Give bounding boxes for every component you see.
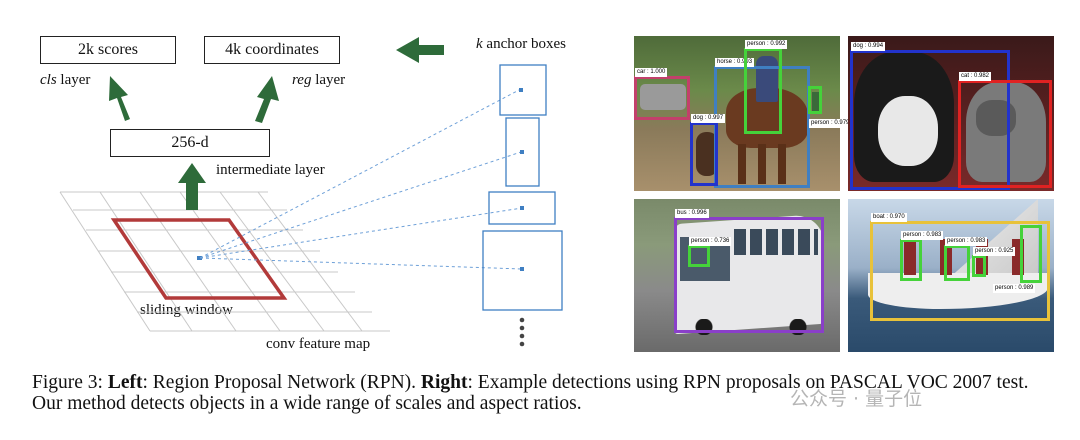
det-cat: cat : 0.982 — [958, 72, 1052, 188]
det-person-rider: person : 0.992 — [744, 40, 788, 134]
conv-feature-map-label: conv feature map — [266, 336, 371, 352]
anchor-box-3 — [488, 191, 556, 225]
det-bus: bus : 0.996 — [674, 209, 824, 333]
det-person-2: person : 0.983 — [944, 237, 988, 281]
det-person-driver: person : 0.736 — [688, 237, 732, 267]
intermediate-layer-label: intermediate layer — [216, 162, 325, 178]
det-person-right: person : 0.979 — [808, 86, 852, 128]
det-dog: dog : 0.997 — [690, 114, 726, 186]
watermark: 公众号 · 量子位 — [790, 388, 923, 410]
det-person-1: person : 0.983 — [900, 231, 944, 281]
photo-bus: bus : 0.996 person : 0.736 — [634, 199, 840, 352]
cls-scores-text: 2k scores — [78, 41, 138, 58]
anchor-box-2 — [505, 117, 540, 187]
photo-horse-rider: car : 1.000 horse : 0.993 person : 0.992… — [634, 36, 852, 191]
rpn-diagram-graphics — [59, 37, 563, 347]
anchor-boxes — [482, 64, 563, 311]
reg-coordinates-text: 4k coordinates — [225, 41, 319, 58]
arrow-to-cls — [109, 76, 130, 121]
det-person-3: person : 0.925 — [972, 247, 1016, 277]
arrow-up-to-intermediate — [178, 163, 206, 210]
figure-caption: Figure 3: Left: Region Proposal Network … — [32, 372, 1029, 414]
anchor-centers — [519, 88, 524, 271]
sliding-window-box — [110, 218, 288, 300]
intermediate-box-text: 256-d — [171, 134, 209, 151]
green-arrows — [109, 37, 444, 210]
det-car: car : 1.000 — [634, 68, 690, 120]
photo-sailboat: boat : 0.970 person : 0.983 person : 0.9… — [848, 199, 1054, 352]
cls-layer-label: cls layer — [40, 72, 91, 88]
sliding-window-label: sliding window — [140, 302, 233, 318]
det-dog-big: dog : 0.994 — [850, 42, 1010, 190]
anchor-box-1 — [499, 64, 547, 116]
det-boat: boat : 0.970 — [870, 213, 1050, 321]
feature-map-grid — [59, 191, 390, 332]
det-person-4: person : 0.989 — [993, 225, 1042, 293]
arrow-to-reg — [255, 76, 279, 123]
cls-scores-box: 2k scores — [40, 36, 176, 64]
reg-layer-label: reg layer — [292, 72, 346, 88]
intermediate-box: 256-d — [110, 129, 270, 157]
ellipsis-dots — [519, 317, 525, 347]
arrow-left-from-anchors — [396, 37, 444, 63]
anchor-boxes-title: k anchor boxes — [476, 36, 566, 52]
projection-lines — [199, 89, 523, 270]
reg-coordinates-box: 4k coordinates — [204, 36, 340, 64]
dog-chest — [878, 96, 938, 166]
sliding-window-center — [197, 256, 202, 260]
horse-legs — [738, 144, 798, 184]
bus-windows — [734, 229, 818, 255]
dog-shape — [696, 132, 718, 176]
anchor-box-4 — [482, 230, 563, 311]
person-right-shape — [812, 92, 820, 114]
car-shape — [640, 84, 686, 110]
photo-dog-cat: dog : 0.994 cat : 0.982 — [848, 36, 1054, 191]
